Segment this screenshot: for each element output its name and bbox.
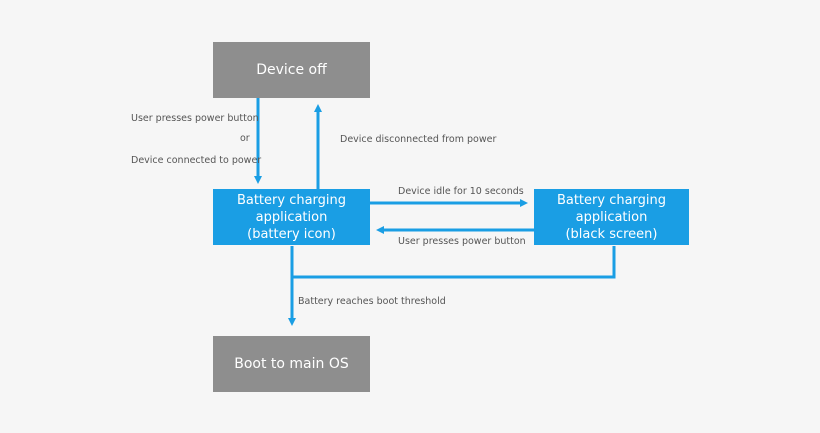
edge-label-or: or [240,133,250,144]
edge-label-disconnected: Device disconnected from power [340,134,497,145]
edge-label-idle: Device idle for 10 seconds [398,186,524,197]
connector-black-to-boot [292,246,616,279]
edge-label-boot-threshold: Battery reaches boot threshold [298,296,446,307]
node-charging-icon-line-3: (battery icon) [247,226,336,242]
node-charging-black-screen: Battery charging application (black scre… [534,189,689,245]
node-charging-black-line-2: application [575,209,648,225]
node-device-off-label: Device off [256,62,327,78]
node-boot-main-os-label: Boot to main OS [234,356,349,372]
edge-label-power-button: User presses power button [131,113,259,124]
node-charging-black-line-1: Battery charging [556,192,667,208]
node-device-off: Device off [213,42,370,98]
edge-label-connected-to-power: Device connected to power [131,155,262,166]
node-boot-main-os: Boot to main OS [213,336,370,392]
node-charging-icon-line-2: application [255,209,328,225]
node-charging-black-line-3: (black screen) [565,226,658,242]
node-charging-battery-icon: Battery charging application (battery ic… [213,189,370,245]
edge-label-wake: User presses power button [398,236,526,247]
node-charging-icon-line-1: Battery charging [236,192,347,208]
